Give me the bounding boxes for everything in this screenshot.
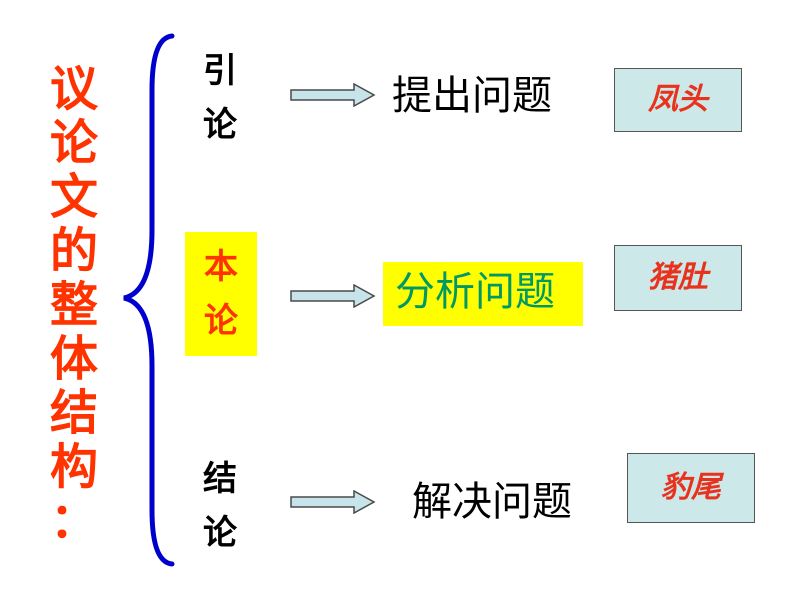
section-conclusion: 结 论 [192, 452, 248, 560]
diagram-title: 议 论 文 的 整 体 结 构 ： [40, 62, 108, 548]
title-char: 的 [49, 223, 98, 279]
section-body-char: 论 [204, 301, 238, 341]
arrow-right-icon [290, 83, 376, 107]
title-char: ： [49, 493, 98, 549]
arrow-right-icon [290, 284, 376, 308]
title-char: 论 [49, 115, 98, 171]
section-intro: 引 论 [192, 44, 248, 152]
title-char: 议 [49, 61, 98, 117]
section-conclusion-char: 结 [203, 459, 237, 499]
title-char: 结 [49, 385, 98, 441]
title-char: 整 [49, 277, 98, 333]
section-intro-char: 论 [203, 105, 237, 145]
task-analyze-question: 分析问题 [383, 262, 583, 326]
title-char: 体 [49, 331, 98, 387]
arrow-right-icon [290, 490, 376, 514]
curly-brace-icon [123, 33, 175, 567]
label-box-phoenix-head: 凤头 [614, 68, 742, 132]
section-intro-char: 引 [203, 51, 237, 91]
label-box-leopard-tail: 豹尾 [627, 453, 755, 523]
label-box-pig-belly: 猪肚 [614, 245, 742, 311]
task-solve-question: 解决问题 [412, 479, 572, 525]
task-raise-question: 提出问题 [392, 73, 552, 119]
section-body: 本 论 [185, 232, 257, 356]
section-conclusion-char: 论 [203, 513, 237, 553]
title-char: 文 [49, 169, 98, 225]
section-body-char: 本 [204, 247, 238, 287]
title-char: 构 [49, 439, 98, 495]
